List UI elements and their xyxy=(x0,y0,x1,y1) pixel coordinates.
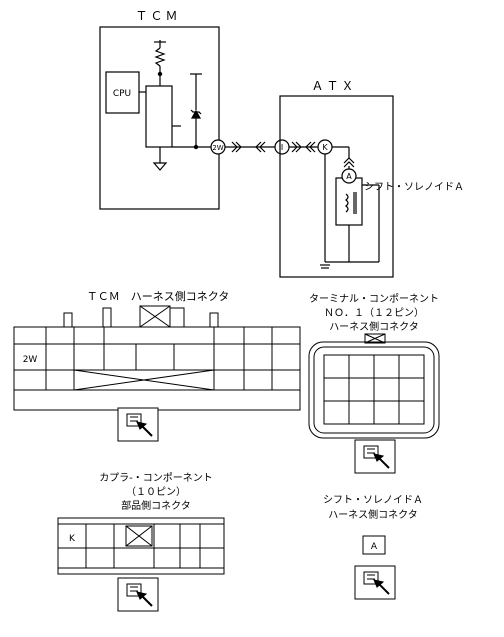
atx-box xyxy=(279,95,394,278)
pin-k-marker: K xyxy=(317,139,333,155)
pin-i-label: I xyxy=(281,143,283,152)
solenoid-a-connector xyxy=(362,535,386,555)
probe-icon xyxy=(117,577,159,612)
tcm-harness-title: ＴＣＭ ハーネス側コネクタ xyxy=(87,290,230,303)
tcm-harness-connector xyxy=(13,305,301,411)
pin-k-label: K xyxy=(322,143,328,152)
coupler-10pin-connector xyxy=(57,517,225,575)
pin-a-label: A xyxy=(346,172,352,181)
probe-icon xyxy=(354,565,396,600)
solenoid-a-label: シフト・ソレノイドＡ xyxy=(364,182,464,193)
tcm-title: ＴＣＭ xyxy=(135,9,180,23)
coupler-10pin-title-2: （１０ピン） xyxy=(126,486,186,498)
cpu-label: CPU xyxy=(113,89,131,99)
terminal-12pin-title-3: ハーネス側コネクタ xyxy=(329,320,419,333)
tcm-internal-circuit xyxy=(139,40,211,171)
pin-i-marker: I xyxy=(274,139,290,155)
probe-icon xyxy=(354,439,396,474)
tcm-box xyxy=(99,26,220,210)
solenoid-a-cell-a: A xyxy=(371,542,378,552)
terminal-cell-i: I xyxy=(398,410,401,420)
terminal-12pin-connector xyxy=(308,333,440,439)
solenoid-a-conn-title-1: シフト・ソレノイドＡ xyxy=(323,495,423,506)
pin-a-marker: A xyxy=(341,168,357,184)
coupler-10pin-title-3: 部品側コネクタ xyxy=(121,499,191,512)
tcm-cell-2w: 2W xyxy=(23,355,38,365)
coupler-cell-k: K xyxy=(69,534,76,544)
terminal-12pin-title-2: ＮＯ．１（１２ピン） xyxy=(324,307,424,319)
signal-wire xyxy=(225,141,318,153)
atx-title: ＡＴＸ xyxy=(311,79,356,93)
solenoid-a-conn-title-2: ハーネス側コネクタ xyxy=(328,508,418,521)
pin-2w-marker: 2W xyxy=(210,139,226,155)
atx-internal-circuit xyxy=(320,146,380,269)
probe-icon xyxy=(117,407,159,442)
pin-2w-label: 2W xyxy=(212,144,223,152)
terminal-12pin-title-1: ターミナル・コンポーネント xyxy=(309,293,439,305)
coupler-10pin-title-1: カプラ-・コンポーネント xyxy=(99,472,213,484)
